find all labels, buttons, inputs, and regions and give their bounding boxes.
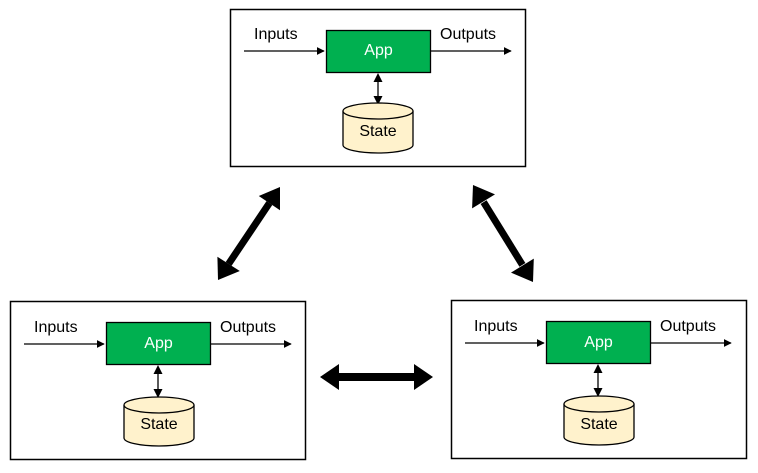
link-top-right-head-b [511,258,534,282]
node-right-state-label: State [580,416,618,433]
node-top-app-box [325,29,432,74]
node-right-app-label: App [584,334,613,351]
link-top-right [472,185,534,282]
link-left-right [320,364,433,390]
link-top-left-head-a [258,187,280,211]
node-top-app-label: App [364,42,393,59]
link-top-left-head-b [217,256,240,280]
link-top-right-head-a [472,185,495,209]
node-left-inputs-label: Inputs [34,319,78,336]
node-top [229,8,527,168]
node-left-link-head-up [153,365,163,374]
node-left-link-head-down [153,389,163,398]
node-top-link-head-down [373,96,383,105]
node-right-outputs-label: Outputs [660,318,717,335]
node-right-inputs-label: Inputs [474,318,518,335]
link-left-right-head-a [320,364,339,390]
link-left-right-head-b [414,364,433,390]
node-left-state-cylinder [123,396,195,447]
node-top-inputs-label: Inputs [254,26,298,43]
node-right-state-cylinder [563,395,635,446]
node-right-link-head-down [593,388,603,397]
node-left-state-label: State [140,416,178,433]
node-right-app-box [545,320,652,365]
node-right-link-head-up [593,364,603,373]
node-left-app-box [105,321,212,366]
node-right [450,299,748,460]
node-left-outputs-label: Outputs [220,319,277,336]
node-left-app-label: App [144,335,173,352]
node-top-outputs-label: Outputs [440,26,497,43]
node-left [9,300,307,461]
node-top-link-head-up [373,73,383,82]
node-top-state-cylinder [342,102,414,154]
node-top-state-label: State [359,123,397,140]
link-top-left [217,187,280,280]
